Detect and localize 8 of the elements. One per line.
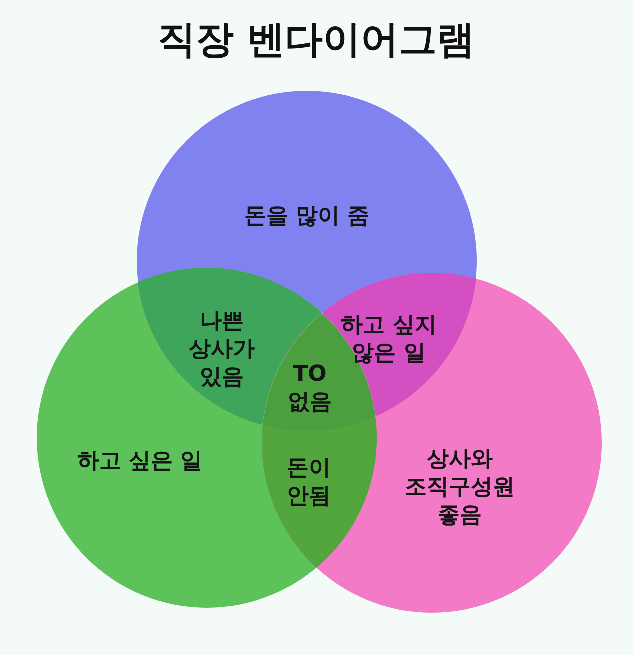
region-label: 돈이 안됨 xyxy=(287,455,331,511)
circle-label: 상사와 조직구성원 좋음 xyxy=(405,446,515,530)
circle-label: 돈을 많이 줌 xyxy=(244,203,370,231)
circle-label: 하고 싶은 일 xyxy=(77,448,203,476)
region-label: 하고 싶지 않은 일 xyxy=(340,312,438,368)
region-label: TO 없음 xyxy=(288,361,332,417)
title: 직장 벤다이어그램 xyxy=(158,16,476,64)
region-label: 나쁜 상사가 있음 xyxy=(189,308,255,392)
